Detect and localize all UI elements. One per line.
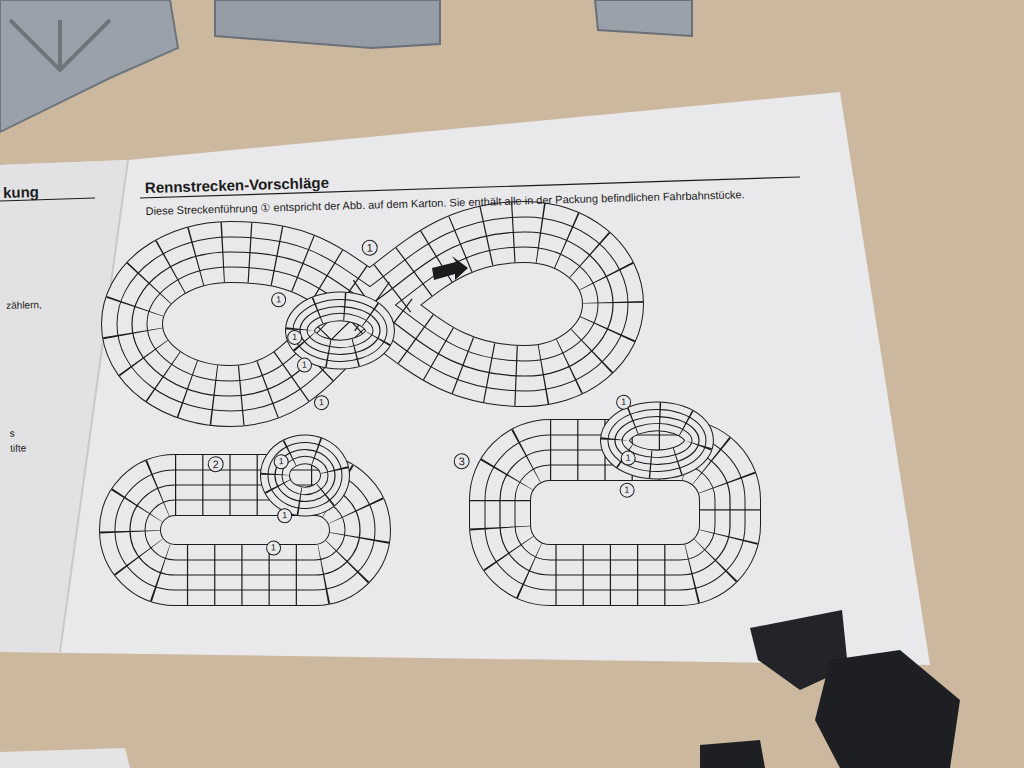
toy-block: [215, 0, 440, 48]
track-surface: [300, 307, 380, 355]
track-layouts: [130, 232, 730, 575]
connector-marker: 1: [277, 508, 292, 523]
track-surface: [132, 232, 613, 396]
connector-marker: 1: [297, 357, 312, 372]
lane-line: [300, 307, 380, 355]
direction-arrow: [432, 256, 468, 280]
page-fragment: tifte: [10, 442, 26, 453]
toy-bridge: [0, 0, 178, 132]
layout-number: 1: [361, 240, 377, 256]
lane-line: [132, 232, 613, 396]
connector-marker: 1: [287, 330, 302, 345]
connector-marker: 1: [620, 450, 635, 465]
track-tie: [132, 232, 613, 396]
connector-marker: 1: [271, 292, 286, 307]
page-fragment: kung: [3, 183, 39, 201]
black-part: [700, 740, 765, 768]
black-part: [815, 650, 960, 768]
toy-piece: [595, 0, 692, 36]
page-fragment: zählern,: [6, 299, 42, 311]
toy-bridge-truss: [10, 20, 110, 70]
page-fragment: s: [10, 428, 15, 439]
track-edge: [300, 307, 380, 355]
track-surface: [132, 232, 613, 396]
track-tie: [300, 307, 380, 355]
connector-marker: 1: [314, 395, 329, 410]
layout-number: 3: [453, 453, 469, 469]
left-page: [0, 160, 128, 652]
track-surface: [300, 307, 380, 355]
connector-marker: 1: [273, 454, 288, 469]
paper-sheet: [0, 92, 930, 665]
layout-number: 2: [207, 456, 223, 472]
track-edge: [132, 232, 613, 396]
white-part: [0, 748, 130, 768]
connector-marker: 1: [616, 395, 631, 410]
lane-line: [300, 307, 380, 355]
connector-marker: 1: [266, 540, 281, 555]
lane-line: [132, 232, 613, 396]
connector-marker: 1: [619, 482, 634, 497]
section-title: Rennstrecken-Vorschläge: [145, 174, 329, 196]
